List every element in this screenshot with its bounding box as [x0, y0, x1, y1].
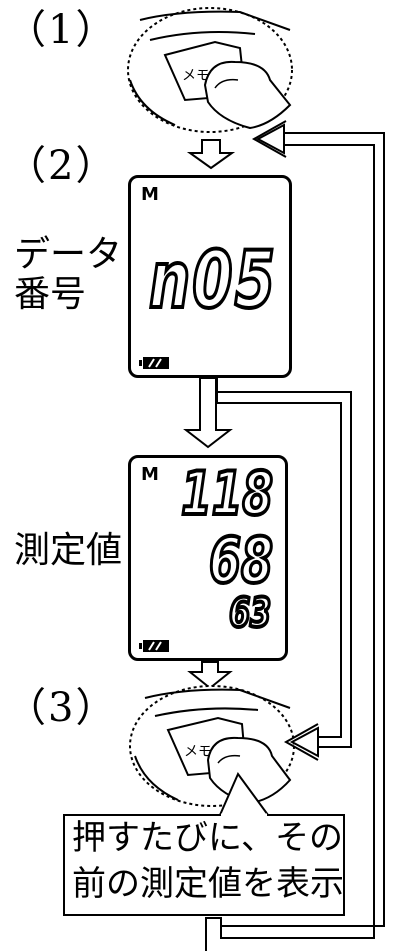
memory-indicator: M: [141, 464, 159, 485]
callout: 押すたびに、その 前の測定値を表示: [64, 815, 344, 935]
down-arrow-icon: [187, 661, 233, 690]
step-label-2: （2）: [6, 143, 118, 189]
data-number-label-line1: データ: [14, 234, 123, 275]
finger-press-icon: メモリ: [127, 7, 293, 133]
data-number-screen: M n05: [128, 175, 292, 378]
pulse-value: 63: [228, 588, 273, 639]
callout-line-1: 押すたびに、その: [72, 818, 343, 858]
step-label-1: （1）: [6, 7, 118, 53]
loop-arrow-icon: [216, 378, 352, 761]
systolic-value: 118: [180, 458, 275, 531]
callout-line-2: 前の測定値を表示: [72, 864, 344, 904]
diastolic-value: 68: [207, 522, 274, 599]
data-number-value: n05: [147, 232, 277, 328]
data-number-label-line2: 番号: [14, 274, 87, 315]
measurement-screen: M 118 68 63: [128, 455, 288, 661]
battery-icon: [139, 640, 169, 652]
finger-press-icon: メモリ: [129, 685, 295, 807]
loop-arrow-icon: [205, 120, 385, 951]
down-arrow-icon: [186, 139, 236, 170]
callout-box: [63, 814, 345, 916]
measurement-label: 測定値: [14, 530, 123, 571]
step-label-3: （3）: [6, 685, 118, 731]
memory-indicator: M: [141, 184, 159, 205]
battery-icon: [139, 357, 169, 369]
down-arrow-icon: [183, 377, 233, 449]
